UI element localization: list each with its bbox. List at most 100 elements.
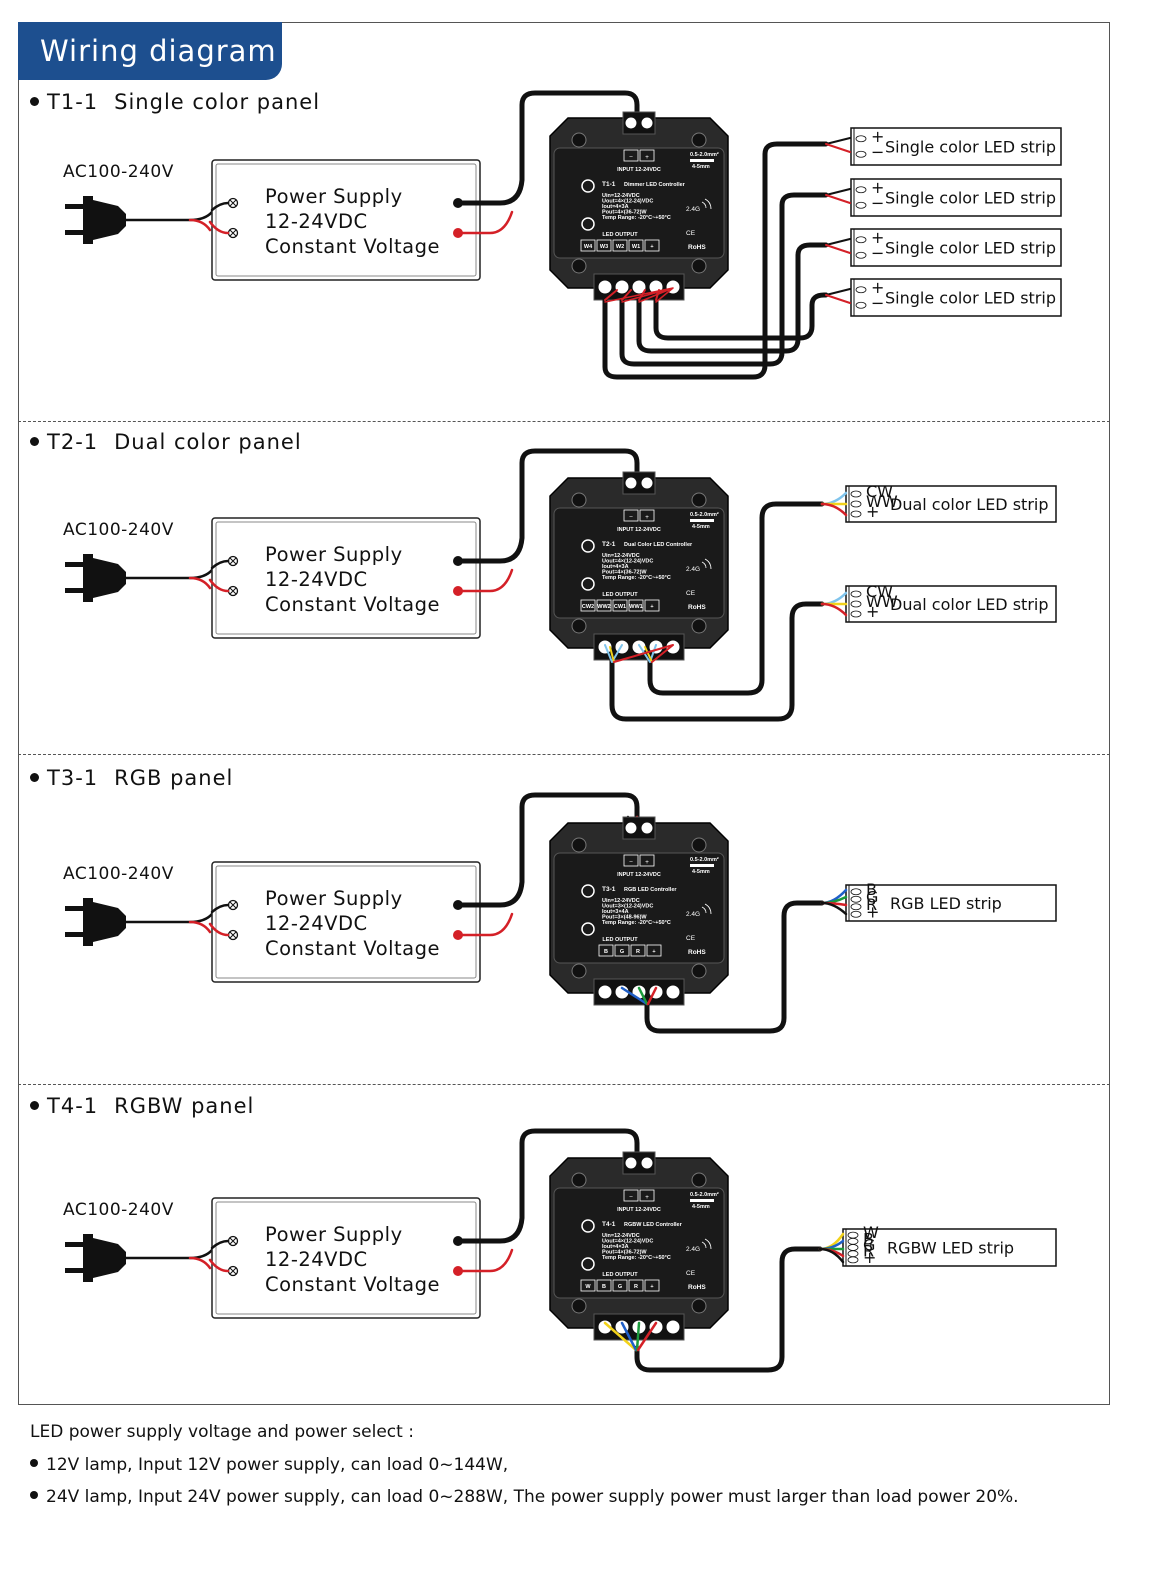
- screw-cross: [229, 229, 237, 237]
- strip-pin-label: WW: [866, 592, 898, 611]
- output-terminal-label: +: [650, 1284, 653, 1290]
- wire: [825, 194, 851, 204]
- controller-strip-len: 4-5mm: [692, 164, 710, 170]
- wire: [124, 912, 214, 924]
- wire: [208, 578, 230, 593]
- plug-prong: [65, 1268, 85, 1273]
- wire: [620, 986, 649, 1006]
- strip-pin-label: CW: [866, 482, 893, 501]
- wire: [455, 792, 640, 908]
- power-supply-box: [211, 1197, 481, 1319]
- strip-pin-label: B: [866, 880, 877, 899]
- strip-pin-label: CW: [866, 582, 893, 601]
- strip-pad-icon: [850, 490, 862, 498]
- output-terminal-label: CW1: [614, 604, 626, 610]
- controller-spec: Pout=4×(36-72)W: [602, 570, 647, 576]
- screw-cross: [229, 901, 237, 909]
- controller-name: Dimmer LED Controller: [624, 182, 686, 188]
- strip-pin-label: −: [871, 293, 884, 312]
- output-terminal-label-box: [644, 239, 660, 252]
- wire: [456, 210, 514, 235]
- led-strip-box: [850, 127, 1062, 166]
- led-strip-label: Single color LED strip: [885, 289, 1056, 308]
- input-terminal-positive: [640, 821, 654, 835]
- plug-body: [93, 902, 126, 942]
- output-terminal-icon: [597, 279, 613, 295]
- strip-pad-icon: [847, 1237, 859, 1245]
- output-terminal-label: W3: [600, 244, 608, 250]
- polarity-minus: −: [629, 859, 633, 866]
- output-terminal-label: R: [636, 949, 640, 955]
- output-terminal-label: W: [585, 1284, 591, 1290]
- wire: [825, 137, 851, 145]
- controller-face: [553, 507, 725, 619]
- controller-spec: Pout=3×(48-96)W: [602, 915, 647, 921]
- led-strip-box: [850, 278, 1062, 317]
- led-strip-label: Single color LED strip: [885, 189, 1056, 208]
- mount-hole-icon: [691, 1172, 707, 1188]
- output-terminal-label: B: [604, 949, 608, 955]
- power-supply-label: Constant Voltage: [265, 1273, 440, 1296]
- ce-mark: CE: [686, 590, 696, 597]
- output-terminal-label: +: [650, 244, 653, 250]
- controller-wire-spec: 0.5-2.0mm²: [690, 151, 719, 158]
- wire: [609, 601, 825, 722]
- polarity-plus: +: [645, 859, 649, 866]
- polarity-box: [639, 854, 655, 867]
- wire: [820, 502, 848, 517]
- plug-body: [93, 1238, 126, 1278]
- power-supply-label: Power Supply: [265, 887, 403, 910]
- output-terminal-label: G: [620, 949, 624, 955]
- controller-spec: Iout=3×4A: [602, 909, 629, 915]
- wire-strip-icon: [690, 1199, 714, 1202]
- power-supply-box: [211, 159, 481, 281]
- output-terminal-label: +: [650, 604, 653, 610]
- plug-face: [83, 554, 93, 602]
- polarity-plus: +: [645, 1194, 649, 1201]
- bullet-icon: [30, 1491, 38, 1499]
- wire: [210, 201, 230, 212]
- plug-body: [93, 200, 126, 240]
- wire: [188, 1256, 212, 1270]
- wire: [619, 192, 829, 367]
- wire: [456, 912, 514, 937]
- plug-prong: [65, 230, 85, 235]
- led-strip-box: [842, 1228, 1057, 1267]
- wire: [602, 141, 829, 380]
- wireless-icon: [701, 903, 712, 915]
- output-terminal-label: +: [652, 949, 655, 955]
- section-divider: [18, 754, 1110, 755]
- power-supply-label: Power Supply: [265, 1223, 403, 1246]
- output-terminal-label-box: [612, 599, 628, 612]
- ac-input-label: AC100-240V: [63, 1200, 174, 1220]
- wire: [188, 920, 212, 934]
- input-terminal-positive: [640, 116, 654, 130]
- controller-spec: Temp Range: -20°C~+50°C: [602, 920, 671, 926]
- controller-face: [553, 852, 725, 964]
- wire: [455, 448, 640, 564]
- bullet-icon: [30, 96, 39, 106]
- button-icon: [581, 179, 595, 193]
- screw-cross: [229, 1267, 237, 1275]
- output-terminal-label-box: [614, 944, 630, 957]
- mount-hole-icon: [571, 258, 587, 274]
- output-label: LED OUTPUT: [602, 1272, 638, 1278]
- ce-mark: CE: [686, 230, 696, 237]
- ac-input-label: AC100-240V: [63, 864, 174, 884]
- screw-cross: [229, 199, 237, 207]
- output-terminal-label: WW1: [629, 604, 642, 610]
- wire: [613, 644, 674, 663]
- controller-strip-len: 4-5mm: [692, 524, 710, 530]
- mount-hole-icon: [571, 1298, 587, 1314]
- mount-hole-icon: [691, 492, 707, 508]
- output-terminal-label-box: [612, 1279, 628, 1292]
- power-supply-inner: [215, 521, 477, 635]
- plug-prong: [65, 932, 85, 937]
- led-strip-box: [850, 228, 1062, 267]
- ce-mark: CE: [686, 1270, 696, 1277]
- wire: [825, 143, 851, 153]
- section-divider: [18, 421, 1110, 422]
